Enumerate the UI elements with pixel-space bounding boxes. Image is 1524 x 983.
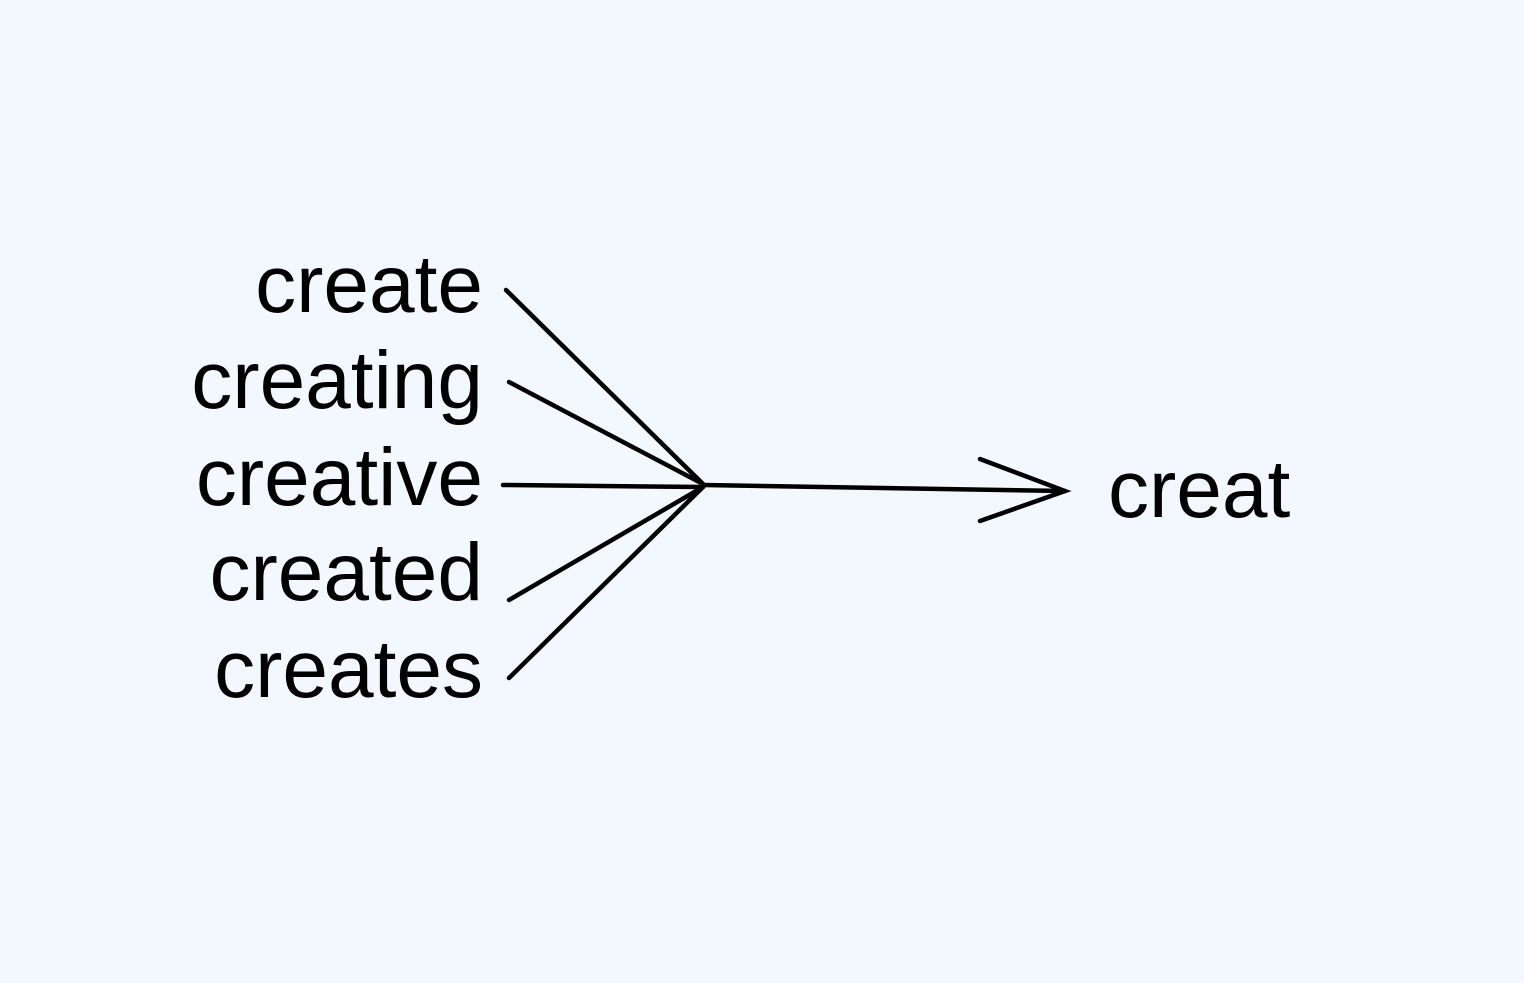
input-word-creative: creative: [196, 432, 483, 523]
connector-line-creative: [500, 482, 706, 490]
arrow-shaft: [700, 482, 1068, 494]
arrow-head-icon: [977, 456, 1072, 524]
input-word-creates: creates: [214, 624, 483, 715]
input-word-create: create: [255, 239, 483, 330]
connector-line-created: [506, 484, 706, 603]
input-words: create creating creative created creates: [191, 239, 483, 715]
input-word-creating: creating: [191, 335, 483, 426]
connector-line-create: [503, 287, 706, 487]
output-stem-word: creat: [1108, 444, 1291, 535]
arrow: [700, 456, 1072, 524]
connector-line-creating: [506, 379, 706, 487]
input-word-created: created: [209, 527, 483, 618]
connector-line-creates: [506, 484, 706, 681]
converging-lines: [500, 287, 706, 681]
